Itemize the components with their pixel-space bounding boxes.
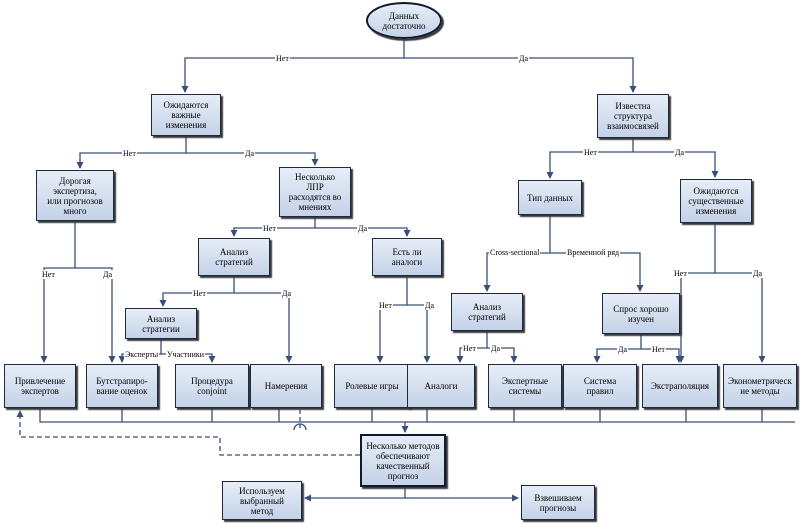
edge-label-participants: Участники — [166, 350, 206, 359]
leaf-bootstrapping: Бутстрапиро- вание оценок — [86, 364, 158, 408]
node-structure-known: Известна структура взаимосвязей — [597, 94, 669, 138]
leaf-role-playing: Ролевые игры — [334, 364, 410, 408]
node-strategy-analysis-2: Анализ стратегии — [125, 308, 197, 339]
node-weigh-forecasts: Взвешиваем прогнозы — [521, 485, 595, 520]
leaf-analogs: Аналоги — [407, 364, 475, 408]
edge-label-no: Нет — [122, 149, 137, 158]
node-expensive-expertise: Дорогая экспертиза, или прогнозов много — [36, 170, 114, 221]
edge-label-experts: Эксперты — [124, 350, 160, 359]
edge-label-no: Нет — [462, 344, 477, 353]
edge-label-yes: Да — [244, 149, 256, 158]
node-root: Данных достаточно — [366, 2, 442, 39]
edge-label-yes: Да — [617, 345, 629, 354]
edge-label-yes: Да — [424, 301, 436, 310]
node-data-type: Тип данных — [518, 180, 582, 215]
edge-label-no: Нет — [192, 289, 207, 298]
node-strategy-analysis-1: Анализ стратегий — [198, 238, 270, 276]
leaf-rule-system: Система правил — [563, 364, 637, 408]
leaf-conjoint: Процедура conjoint — [175, 364, 249, 408]
node-important-changes: Ожидаются важные изменения — [151, 94, 221, 136]
edge-label-yes: Да — [102, 270, 114, 279]
edge-label-yes: Да — [281, 289, 293, 298]
edge-label-no: Нет — [41, 270, 56, 279]
edge-label-cross-sectional: Cross-sectional — [489, 248, 541, 257]
leaf-extrapolation: Экстраполяция — [642, 364, 718, 408]
node-use-selected-method: Используем выбранный метод — [222, 481, 302, 520]
node-significant-changes: Ожидаются существенные изменения — [680, 179, 752, 223]
edge-label-yes: Да — [674, 148, 686, 157]
edge-label-no: Нет — [378, 301, 393, 310]
node-analogs-exist: Есть ли аналоги — [372, 238, 442, 276]
node-several-methods: Несколько методов обеспечивают качествен… — [360, 434, 446, 487]
leaf-econometric-methods: Эконометрическ ие методы — [723, 364, 797, 408]
edge-label-no: Нет — [262, 224, 277, 233]
leaf-intentions: Намерения — [250, 364, 322, 408]
leaf-expert-involvement: Привлечение экспертов — [4, 364, 76, 408]
node-demand-well-studied: Спрос хорошо изучен — [602, 293, 680, 334]
edge-label-no: Нет — [275, 54, 290, 63]
leaf-expert-systems: Экспертные системы — [488, 364, 562, 408]
node-strategy-analysis-3: Анализ стратегий — [451, 293, 523, 331]
edge-label-yes: Да — [518, 54, 530, 63]
edge-label-yes: Да — [752, 269, 764, 278]
node-decision-makers-disagree: Несколько ЛПР расходятся во мнениях — [279, 167, 351, 217]
edge-label-time-series: Временной ряд — [566, 248, 621, 257]
edge-label-yes: Да — [357, 224, 369, 233]
edge-label-no: Нет — [651, 345, 666, 354]
edge-label-no: Нет — [673, 269, 688, 278]
edge-label-no: Нет — [583, 148, 598, 157]
edge-label-yes: Да — [490, 344, 502, 353]
